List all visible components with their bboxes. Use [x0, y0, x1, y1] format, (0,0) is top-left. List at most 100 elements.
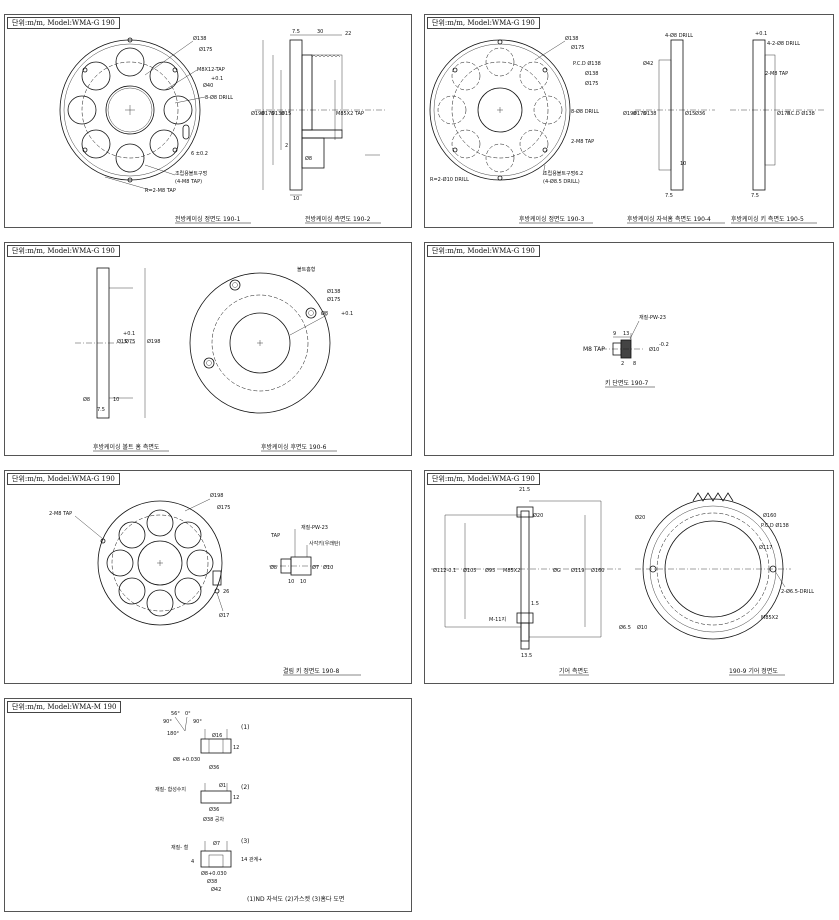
- dimension-label: 30: [317, 29, 323, 35]
- dimension-label: +0.1: [755, 31, 767, 37]
- dimension-label: 8-Ø8 DRILL: [571, 108, 599, 115]
- dimension-label: R=2-Ø10 DRILL: [430, 176, 469, 183]
- dimension-label: 2-M8 TAP: [49, 511, 72, 517]
- dimension-label: Ø38: [207, 878, 217, 885]
- drawing-panel-rear-casing: 단위:m/m, Model:WMA-G 190 Ø138: [424, 14, 834, 228]
- dimension-label: Ø20: [533, 512, 543, 519]
- magnet-pockets: [106, 509, 214, 617]
- dimension-label: M-11지: [489, 616, 506, 623]
- dimension-label: (3): [241, 838, 250, 845]
- dimension-label: 14 관계+: [241, 856, 262, 863]
- rear-casing-rear-view: 볼트홈형 Ø138 Ø175 Ø8 +0.1: [189, 266, 353, 414]
- dimension-label: 기어 측면도: [559, 667, 589, 675]
- dimension-label: R=2-M8 TAP: [145, 188, 176, 194]
- dimension-label: Ø36: [209, 806, 219, 813]
- dimension-label: Ø138: [271, 110, 284, 117]
- dimension-label: 4: [191, 859, 194, 865]
- dimension-label: 6 ±0.2: [191, 151, 208, 157]
- dimension-label: M85X2: [761, 615, 778, 621]
- dimension-label: M85X2 TAP: [336, 111, 364, 117]
- dimension-label: Ø7: [312, 564, 319, 571]
- dimension-label: 22: [345, 31, 351, 37]
- dimension-label: Ø42: [211, 886, 221, 893]
- dimension-label: Ø40: [203, 82, 213, 89]
- dimension-label: 재질- 철: [171, 844, 189, 851]
- label-dia-138: Ø138: [193, 35, 206, 42]
- dimension-label: Ø112-0.1: [433, 567, 456, 574]
- dimension-label: 키 단면도 190-7: [605, 379, 649, 387]
- dimension-label: (1)ND 자석도 (2)가스켓 (3)홈다 도면: [247, 895, 344, 903]
- panel-header: 단위:m/m, Model:WMA-G 190: [427, 245, 540, 257]
- key-section-drawing: 9 13 재질-PW-23 M8 TAP Ø10 -0.2 2 8 키 단면도 …: [583, 314, 669, 388]
- drawing-panel-front-casing: 단위:m/m, Model:WMA-G 190: [4, 14, 412, 228]
- dimension-label: 10: [113, 397, 119, 403]
- panel-header: 단위:m/m, Model:WMA-G 190: [7, 245, 120, 257]
- dimension-label: 56°: [171, 711, 180, 717]
- dimension-label: Ø36: [209, 764, 219, 771]
- dimension-label: 재질-PW-23: [639, 314, 666, 321]
- caption-front-view: 전방케이싱 정면도 190-1: [175, 215, 241, 223]
- drawing-panel-key-section: 단위:m/m, Model:WMA-G 190 9 13 재질-PW-23 M8…: [424, 242, 834, 456]
- dimension-label: M8X12-TAP: [197, 67, 225, 73]
- key-section-view: 9 13 재질-PW-23 M8 TAP Ø10 -0.2 2 8: [583, 314, 669, 367]
- dimension-label: Ø17: [219, 612, 229, 619]
- dimension-label: Ø15: [281, 110, 291, 117]
- dimension-label: 8: [633, 361, 636, 367]
- dimension-label: (2): [241, 784, 250, 791]
- dimension-label: 2-M8 TAP: [571, 139, 594, 145]
- dimension-label: TAP: [270, 533, 280, 539]
- dimension-label: Ø8: [270, 564, 277, 571]
- lock-key-side-view: 재질-PW-23 TAP 사각키(우래탄) Ø8 Ø7 Ø10 10 10: [269, 524, 341, 585]
- dimension-label: P.C.D Ø138: [573, 60, 601, 67]
- dimension-label: Ø138: [585, 70, 598, 77]
- dimension-label: Ø8 +0.030: [173, 756, 200, 763]
- dimension-label: M85X2: [503, 568, 520, 574]
- dimension-label: Ø75: [125, 338, 135, 345]
- magnet-pockets: [437, 47, 563, 173]
- front-casing-drawing: Ø138 Ø175 M8X12-TAP +0.1 Ø40 8-Ø8 DRILL …: [59, 29, 385, 224]
- dimension-label: 7.5: [751, 193, 759, 199]
- dimension-label: -0.2: [659, 342, 669, 348]
- dimension-label: Ø198: [251, 110, 264, 117]
- dimension-label: 7.5: [665, 193, 673, 199]
- dimension-label: 12: [233, 745, 239, 751]
- dimension-label: Ø95: [485, 567, 495, 574]
- gear-front-view: Ø160 P.C.D Ø138 Ø117 2-Ø6.5-DRILL M85X2 …: [619, 492, 814, 640]
- dimension-label: Ø138: [643, 110, 656, 117]
- gear-drawing: 21.5 Ø20 Ø112-0.1 Ø105 Ø95 M85X2 ØG Ø119…: [431, 487, 814, 676]
- dimension-label: Ø160: [591, 567, 604, 574]
- dimension-label: Ø198: [623, 110, 636, 117]
- dimension-label: 190-9 기어 정면도: [729, 667, 778, 675]
- dimension-label: 2-M8 TAP: [765, 71, 788, 77]
- dimension-label: 볼트홈형: [297, 266, 315, 273]
- dimension-label: Ø10: [323, 564, 333, 571]
- dimension-label: ØG: [553, 567, 561, 574]
- drawing-panel-lock-key: 단위:m/m, Model:WMA-G 190 Ø198 Ø175: [4, 470, 412, 684]
- magnet-pockets: [67, 47, 193, 173]
- dimension-label: Ø119: [571, 567, 584, 574]
- dimension-label: 9: [613, 331, 616, 337]
- dimension-label: Ø16: [212, 732, 222, 739]
- dimension-label: 조립용볼트구멍6.2: [543, 170, 583, 177]
- panel-header: 단위:m/m, Model:WMA-M 190: [7, 701, 122, 713]
- dimension-label: 90°: [193, 719, 202, 725]
- dimension-label: 2: [621, 361, 624, 367]
- dimension-label: Ø175: [217, 504, 230, 511]
- dimension-label: P.C.D Ø138: [787, 110, 815, 117]
- dimension-label: 10: [680, 161, 686, 167]
- drawing-panel-magnet-parts: 단위:m/m, Model:WMA-M 190 56° 0° 90° 90° 1…: [4, 698, 412, 912]
- panel-header: 단위:m/m, Model:WMA-G 190: [427, 17, 540, 29]
- dimension-label: Ø10: [649, 346, 659, 353]
- dimension-label: 26: [223, 589, 229, 595]
- dimension-label: 12: [233, 795, 239, 801]
- dimension-label: Ø117: [759, 544, 772, 551]
- dimension-label: 180°: [167, 731, 180, 737]
- dimension-label: Ø8+0.030: [201, 870, 227, 877]
- dimension-label: 결림 키 정면도 190-8: [283, 667, 339, 675]
- dimension-label: 후방케이싱 키 측면도 190-5: [731, 215, 804, 223]
- dimension-label: Ø138: [327, 288, 340, 295]
- dimension-label: Ø10: [637, 624, 647, 631]
- dimension-label: Ø20: [635, 514, 645, 521]
- dimension-label: 21.5: [519, 487, 530, 493]
- dimension-label: +0.1: [341, 311, 353, 317]
